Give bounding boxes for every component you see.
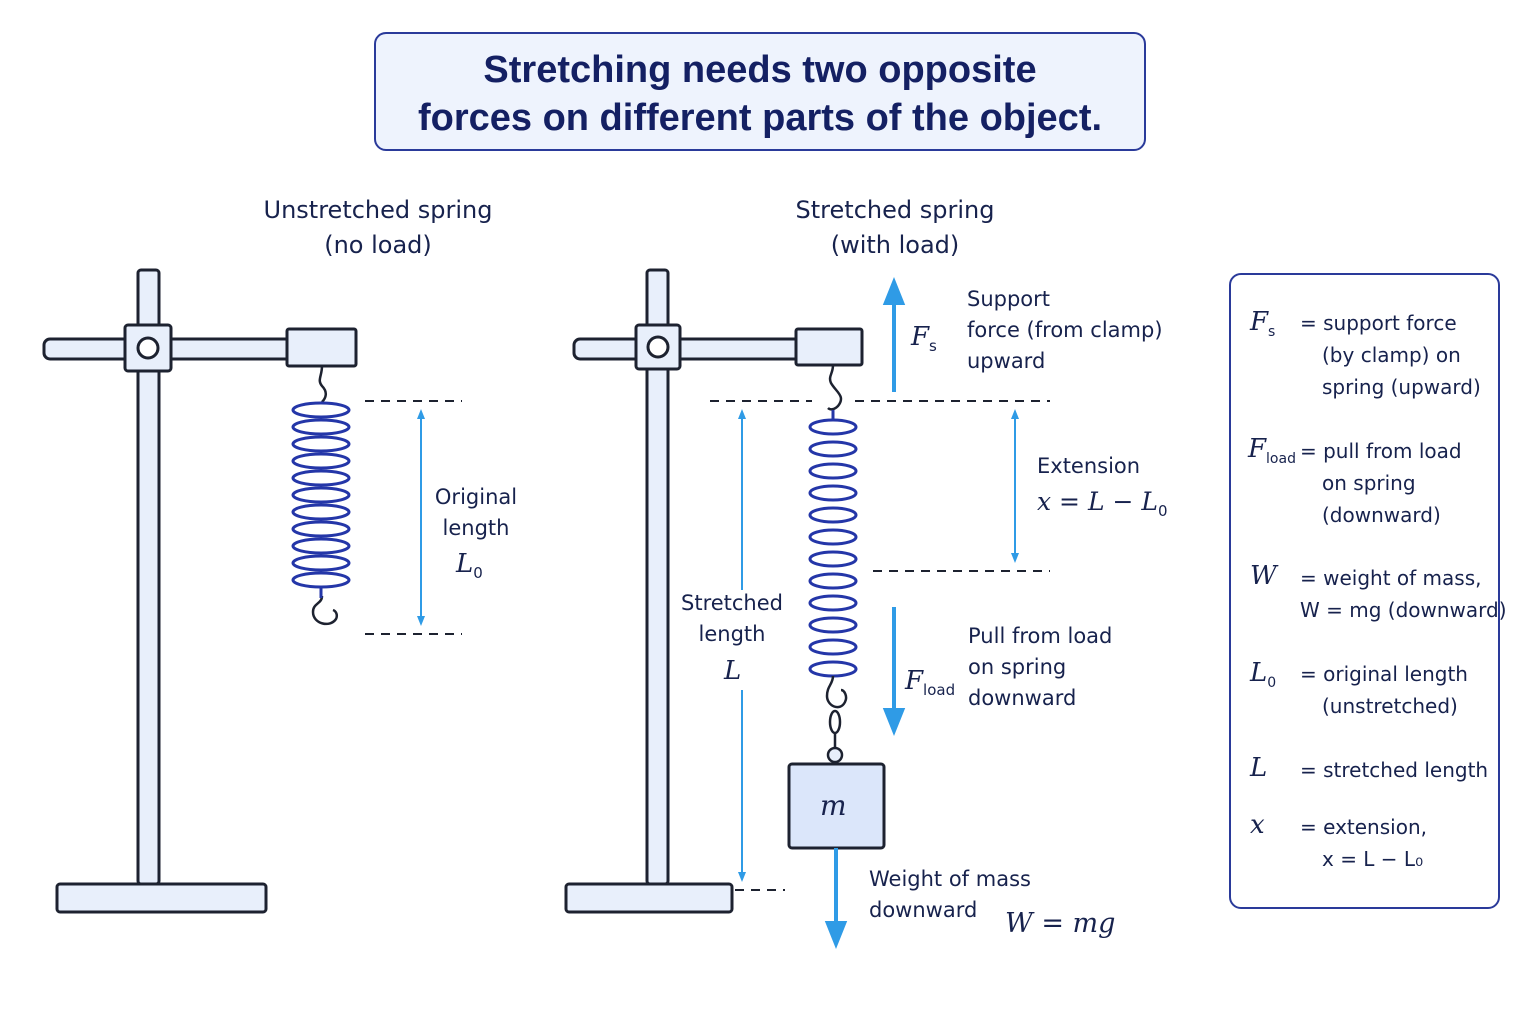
legend-text-l0: = original length (unstretched)	[1300, 662, 1468, 718]
title-line-1: Stretching needs two opposite	[483, 49, 1037, 91]
left-clamp	[285, 327, 358, 368]
left-spring	[291, 401, 351, 598]
original-length-label: Original length	[434, 485, 518, 540]
right-top-hook	[827, 364, 843, 411]
legend-symbol-fs: Fs	[1250, 307, 1276, 341]
left-caption-line-1: Unstretched spring	[263, 196, 493, 224]
legend-text-x: = extension, x = L − L₀	[1300, 815, 1427, 871]
legend-symbol-w: W	[1250, 561, 1277, 591]
left-boss-screw	[136, 336, 160, 360]
weight-formula: W = mg	[1005, 908, 1116, 939]
legend-text-w: = weight of mass, W = mg (downward)	[1300, 566, 1507, 622]
right-stand-base	[564, 882, 734, 914]
left-top-hook	[318, 365, 327, 403]
right-caption-line-2: (with load)	[830, 231, 960, 259]
support-force-label: Support force (from clamp) upward	[967, 287, 1163, 373]
right-stand	[564, 268, 864, 914]
weight-label: Weight of mass downward	[869, 867, 1031, 922]
load-pull-label: Pull from load on spring downward	[968, 624, 1113, 710]
left-stand-base	[55, 882, 268, 914]
legend-text-fload: = pull from load on spring (downward)	[1300, 439, 1462, 527]
right-stand-arm	[572, 337, 806, 361]
right-spring	[808, 410, 858, 678]
left-stand-rod	[136, 268, 161, 886]
left-caption-line-2: (no load)	[324, 231, 432, 259]
legend-text-l: = stretched length	[1300, 758, 1489, 782]
mass-ring	[826, 746, 844, 764]
legend-symbol-fload: Fload	[1248, 434, 1296, 468]
load-force-symbol: Fload	[905, 666, 956, 700]
extension-formula: x = L − L0	[1037, 487, 1168, 520]
legend-symbol-l: L	[1250, 753, 1268, 783]
left-bottom-hook	[311, 595, 339, 626]
left-caption: Unstretched spring (no load)	[228, 193, 528, 263]
left-stand	[42, 268, 358, 914]
stretched-length-label: Stretched length	[681, 591, 783, 646]
right-caption-line-1: Stretched spring	[795, 196, 995, 224]
legend-text-fs: = support force (by clamp) on spring (up…	[1300, 311, 1481, 399]
right-boss-screw	[646, 335, 670, 359]
support-force-symbol: Fs	[911, 322, 937, 356]
extension-label: Extension	[1037, 454, 1141, 478]
title-line-2: forces on different parts of the object.	[417, 97, 1103, 139]
right-caption: Stretched spring (with load)	[745, 193, 1045, 263]
legend-symbol-x: x	[1250, 810, 1265, 840]
right-bottom-hook	[825, 675, 848, 709]
original-length-symbol: L0	[456, 549, 483, 583]
legend-symbol-l0: L0	[1250, 658, 1277, 692]
title-box: Stretching needs two opposite forces on …	[374, 32, 1146, 151]
right-stand-rod	[645, 268, 670, 886]
right-clamp	[794, 327, 864, 367]
stretched-length-symbol: L	[724, 656, 742, 686]
mass-symbol: m	[820, 789, 847, 822]
legend-box	[1229, 273, 1500, 909]
chain-link	[828, 709, 842, 735]
